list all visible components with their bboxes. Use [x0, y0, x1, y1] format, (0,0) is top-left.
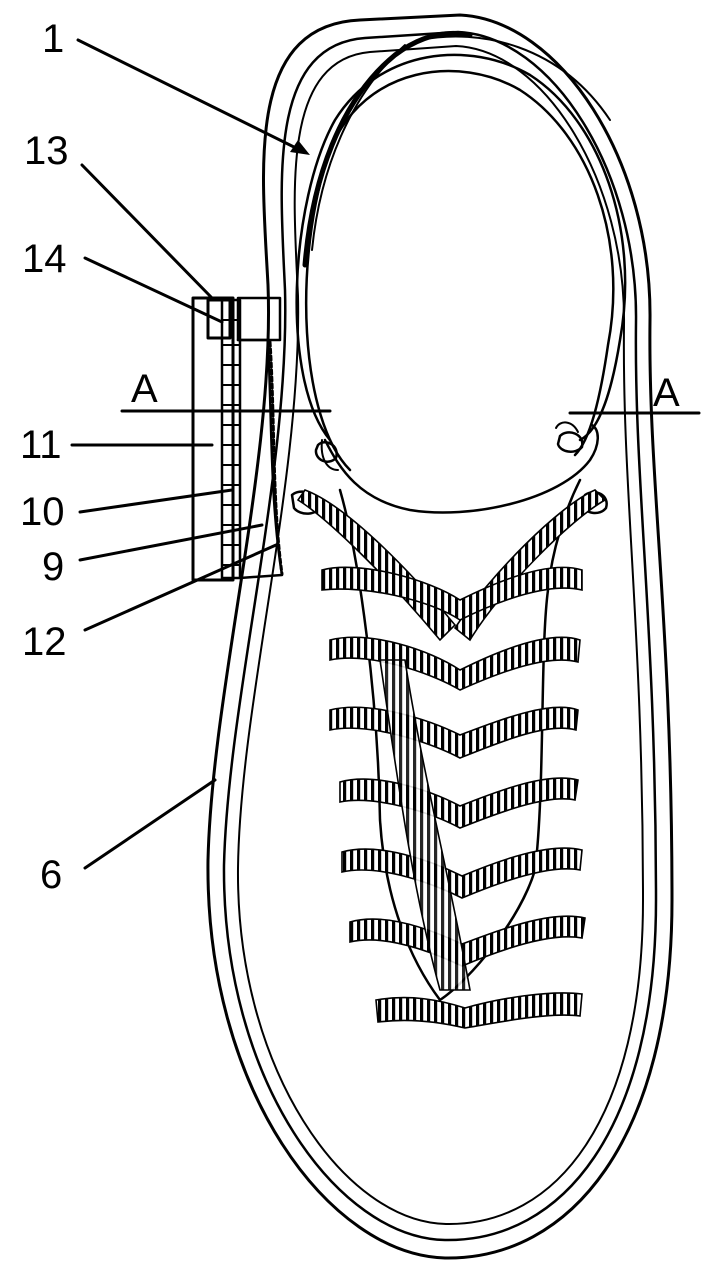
strip-10 — [220, 298, 242, 580]
lace-row-4 — [339, 777, 579, 829]
reference-numerals: 1 13 14 11 10 9 12 6 — [20, 17, 69, 897]
shoe-sole — [206, 13, 674, 1260]
numeral-13: 13 — [24, 129, 69, 173]
lace-row-2 — [329, 636, 581, 691]
section-line: A A — [120, 367, 701, 415]
eyelets — [290, 431, 608, 515]
section-label-left: A — [131, 367, 158, 411]
numeral-9: 9 — [42, 545, 64, 589]
clip-14 — [206, 298, 232, 340]
shoe-collar — [295, 30, 627, 472]
cap-13 — [236, 296, 282, 342]
leader-lines — [70, 38, 310, 870]
seam-12 — [268, 340, 284, 576]
lace-row-7 — [375, 992, 583, 1029]
numeral-12: 12 — [22, 620, 67, 664]
lace-row-5 — [341, 847, 583, 899]
numeral-14: 14 — [22, 237, 67, 281]
lace-top-right — [453, 489, 607, 642]
numeral-11: 11 — [20, 423, 62, 467]
side-pocket-assembly — [191, 296, 284, 582]
lace-row-6 — [349, 915, 586, 967]
numeral-1: 1 — [42, 17, 64, 61]
numeral-10: 10 — [20, 490, 65, 534]
shoelaces — [296, 489, 607, 1029]
lace-row-1 — [321, 566, 583, 621]
section-label-right: A — [653, 371, 680, 415]
lace-top-left — [296, 489, 457, 642]
numeral-6: 6 — [40, 853, 62, 897]
lace-center — [379, 659, 471, 991]
